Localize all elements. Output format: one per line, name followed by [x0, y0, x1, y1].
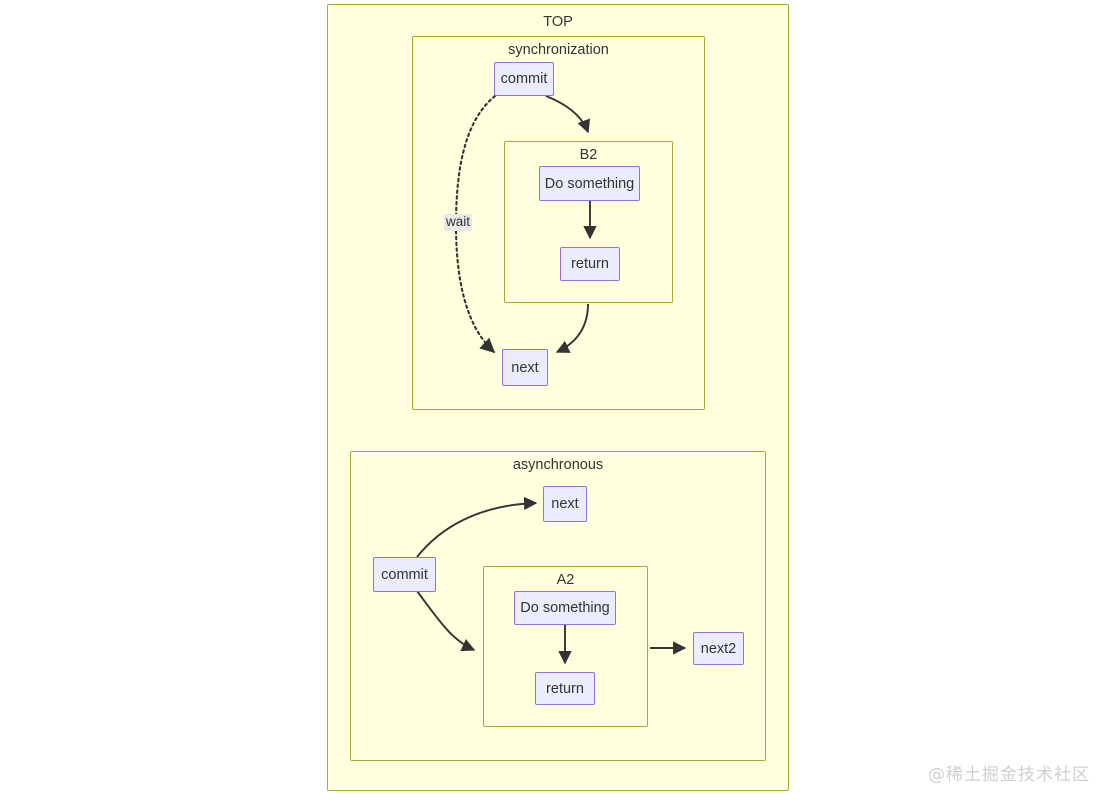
node-sync-do-something[interactable]: Do something: [539, 166, 640, 201]
node-sync-do-something-label: Do something: [544, 175, 635, 192]
cluster-a2-label: A2: [556, 572, 575, 588]
node-async-next2-label: next2: [700, 640, 737, 657]
cluster-b2-label: B2: [579, 147, 598, 163]
node-sync-commit[interactable]: commit: [494, 62, 554, 96]
node-sync-next[interactable]: next: [502, 349, 548, 386]
cluster-synchronization-label: synchronization: [508, 42, 609, 58]
node-async-next2[interactable]: next2: [693, 632, 744, 665]
edge-label-wait: wait: [444, 214, 473, 231]
cluster-top-label: TOP: [543, 14, 573, 30]
node-async-do-something-label: Do something: [520, 600, 610, 616]
node-async-next-label: next: [551, 496, 579, 512]
node-async-next[interactable]: next: [543, 486, 587, 522]
node-async-return-label: return: [546, 680, 584, 697]
node-sync-return[interactable]: return: [560, 247, 620, 281]
node-sync-return-label: return: [571, 256, 609, 272]
node-sync-commit-label: commit: [500, 71, 548, 87]
node-async-do-something[interactable]: Do something: [514, 591, 616, 625]
watermark: @稀土掘金技术社区: [928, 765, 1090, 785]
node-async-commit[interactable]: commit: [373, 557, 436, 592]
node-sync-next-label: next: [511, 359, 539, 376]
node-async-commit-label: commit: [381, 566, 428, 583]
cluster-asynchronous-label: asynchronous: [512, 457, 604, 473]
node-async-return[interactable]: return: [535, 672, 595, 705]
